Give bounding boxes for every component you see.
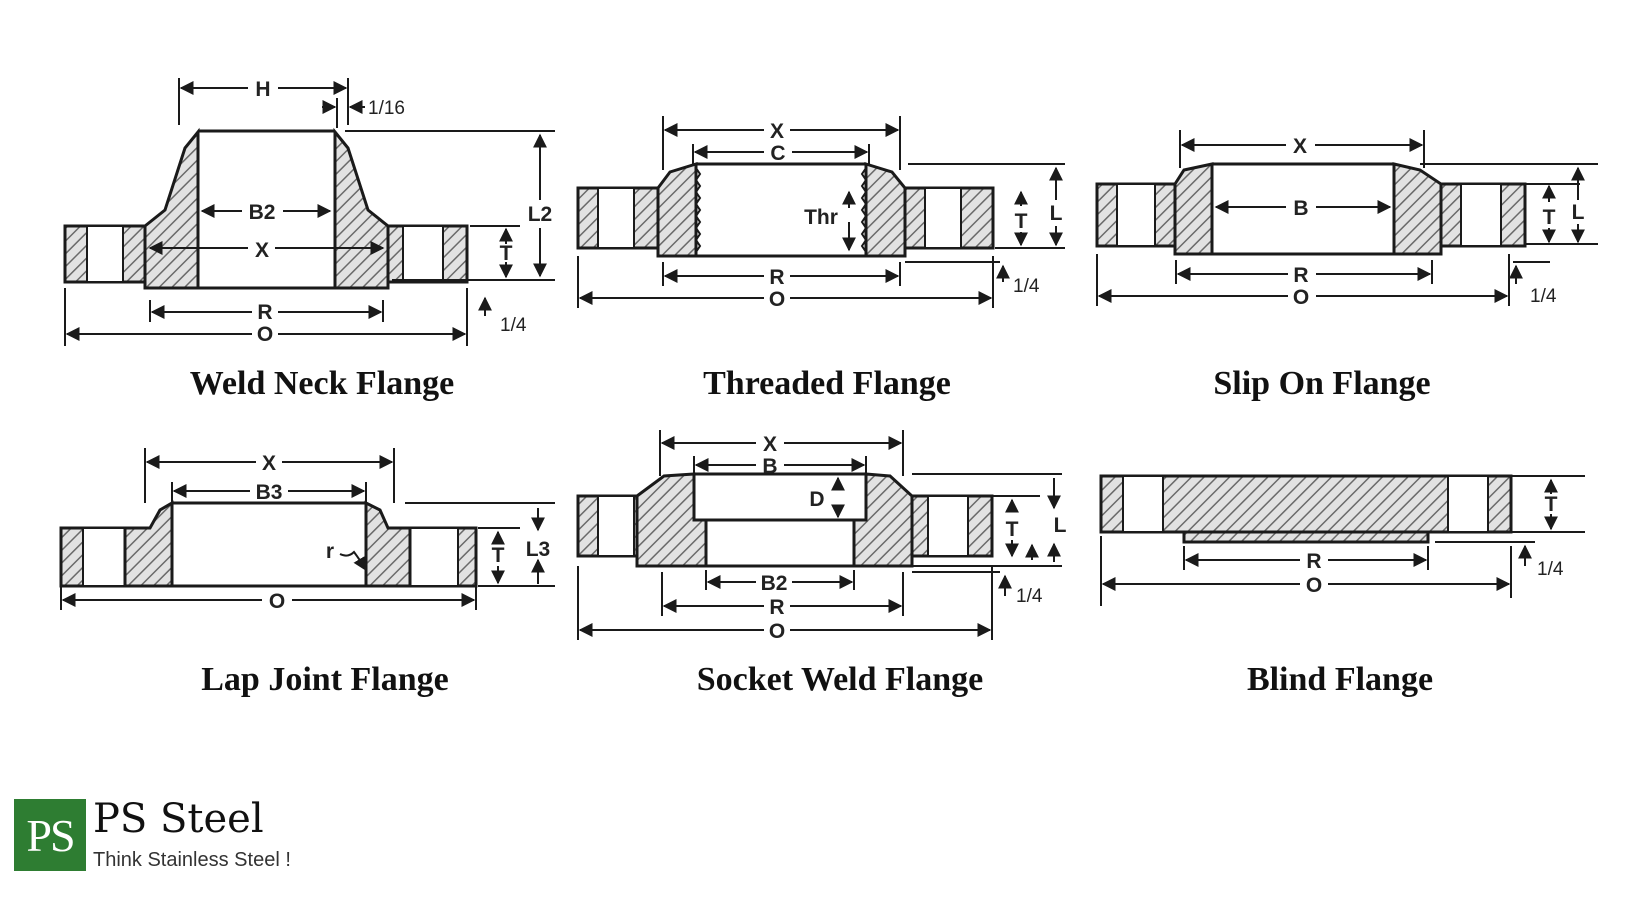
brand-name: PS Steel bbox=[93, 796, 264, 842]
threaded-label-r: R bbox=[769, 266, 784, 289]
slip-on-label-r: R bbox=[1293, 264, 1308, 287]
lap-joint-right-hub bbox=[364, 500, 412, 588]
lap-joint-label-r: r bbox=[326, 540, 334, 563]
threaded-right-bolt-hole bbox=[924, 187, 962, 249]
weld-neck-label-b2: B2 bbox=[249, 201, 276, 224]
weld-neck-flange: H 1/16 B2 X L2 T R O bbox=[63, 78, 555, 402]
lap-joint-label-t: T bbox=[492, 544, 505, 567]
threaded-label-thr: Thr bbox=[804, 206, 838, 229]
blind-label-r: R bbox=[1306, 550, 1321, 573]
lap-joint-right-bolt-hole bbox=[409, 527, 459, 587]
socket-weld-label-b: B bbox=[762, 455, 777, 478]
ps-steel-logo-mark: PS bbox=[14, 799, 86, 871]
lap-joint-caption: Lap Joint Flange bbox=[201, 661, 448, 698]
weld-neck-label-quarter: 1/4 bbox=[500, 315, 527, 336]
weld-neck-right-hub bbox=[333, 127, 390, 290]
socket-weld-left-bolt-hole bbox=[597, 495, 635, 557]
weld-neck-label-gap: 1/16 bbox=[368, 98, 405, 119]
blind-flange: T 1/4 R O Blind Flange bbox=[1099, 474, 1585, 698]
lap-joint-flange: X B3 r T L3 O Lap Joint Flange bbox=[59, 448, 555, 698]
weld-neck-label-x: X bbox=[255, 239, 269, 262]
socket-weld-label-x: X bbox=[763, 433, 777, 456]
socket-weld-right-bolt-hole bbox=[927, 495, 969, 557]
logo-mark-text: PS bbox=[26, 809, 75, 861]
slip-on-label-o: O bbox=[1293, 286, 1309, 309]
slip-on-label-b: B bbox=[1293, 197, 1308, 220]
threaded-label-l: L bbox=[1050, 202, 1063, 225]
weld-neck-right-bolt-hole bbox=[402, 225, 444, 283]
slip-on-label-l: L bbox=[1572, 201, 1585, 224]
socket-weld-label-o: O bbox=[769, 620, 785, 643]
weld-neck-caption: Weld Neck Flange bbox=[190, 365, 454, 402]
threaded-label-o: O bbox=[769, 288, 785, 311]
blind-label-t: T bbox=[1545, 493, 1558, 516]
lap-joint-label-l3: L3 bbox=[526, 538, 551, 561]
slip-on-left-bolt-hole bbox=[1116, 183, 1156, 247]
threaded-caption: Threaded Flange bbox=[703, 365, 951, 402]
slip-on-caption: Slip On Flange bbox=[1213, 365, 1430, 402]
socket-weld-label-b2: B2 bbox=[761, 572, 788, 595]
weld-neck-left-hub bbox=[143, 127, 200, 290]
threaded-label-quarter: 1/4 bbox=[1013, 276, 1040, 297]
threaded-right-hub bbox=[864, 161, 907, 258]
socket-weld-caption: Socket Weld Flange bbox=[697, 661, 984, 698]
threaded-label-x: X bbox=[770, 120, 784, 143]
threaded-left-hub bbox=[656, 161, 698, 258]
blind-raised-face bbox=[1182, 530, 1430, 544]
slip-on-right-hub bbox=[1392, 162, 1443, 256]
weld-neck-label-o: O bbox=[257, 323, 273, 346]
brand-tagline: Think Stainless Steel ! bbox=[93, 849, 291, 871]
blind-right-bolt-hole bbox=[1447, 475, 1489, 533]
slip-on-label-x: X bbox=[1293, 135, 1307, 158]
socket-weld-label-t: T bbox=[1006, 518, 1019, 541]
slip-on-flange: X B T L 1/4 R O Slip On Flange bbox=[1095, 130, 1598, 402]
threaded-flange: X C Thr T L 1/4 R O Threaded bbox=[576, 116, 1065, 402]
socket-weld-label-l: L bbox=[1054, 514, 1067, 537]
lap-joint-left-hub bbox=[123, 500, 174, 588]
socket-weld-label-r: R bbox=[769, 596, 784, 619]
threaded-left-bolt-hole bbox=[597, 187, 635, 249]
weld-neck-label-r: R bbox=[257, 301, 272, 324]
lap-joint-label-b3: B3 bbox=[256, 481, 283, 504]
lap-joint-left-bolt-hole bbox=[82, 527, 126, 587]
weld-neck-label-t: T bbox=[500, 242, 513, 265]
lap-joint-label-x: X bbox=[262, 452, 276, 475]
threaded-label-t: T bbox=[1015, 210, 1028, 233]
weld-neck-label-l2: L2 bbox=[528, 203, 553, 226]
blind-caption: Blind Flange bbox=[1247, 661, 1433, 698]
blind-label-quarter: 1/4 bbox=[1537, 559, 1564, 580]
blind-left-bolt-hole bbox=[1122, 475, 1164, 533]
threaded-label-c: C bbox=[770, 142, 785, 165]
blind-label-o: O bbox=[1306, 574, 1322, 597]
slip-on-right-bolt-hole bbox=[1460, 183, 1502, 247]
slip-on-label-t: T bbox=[1543, 206, 1556, 229]
lap-joint-label-o: O bbox=[269, 590, 285, 613]
socket-weld-label-quarter: 1/4 bbox=[1016, 586, 1043, 607]
socket-weld-label-d: D bbox=[809, 488, 824, 511]
socket-weld-flange: X B D T L 1/4 B2 R bbox=[576, 430, 1067, 698]
slip-on-left-hub bbox=[1173, 162, 1214, 256]
slip-on-label-quarter: 1/4 bbox=[1530, 286, 1557, 307]
weld-neck-label-h: H bbox=[255, 78, 270, 101]
weld-neck-left-bolt-hole bbox=[86, 225, 124, 283]
